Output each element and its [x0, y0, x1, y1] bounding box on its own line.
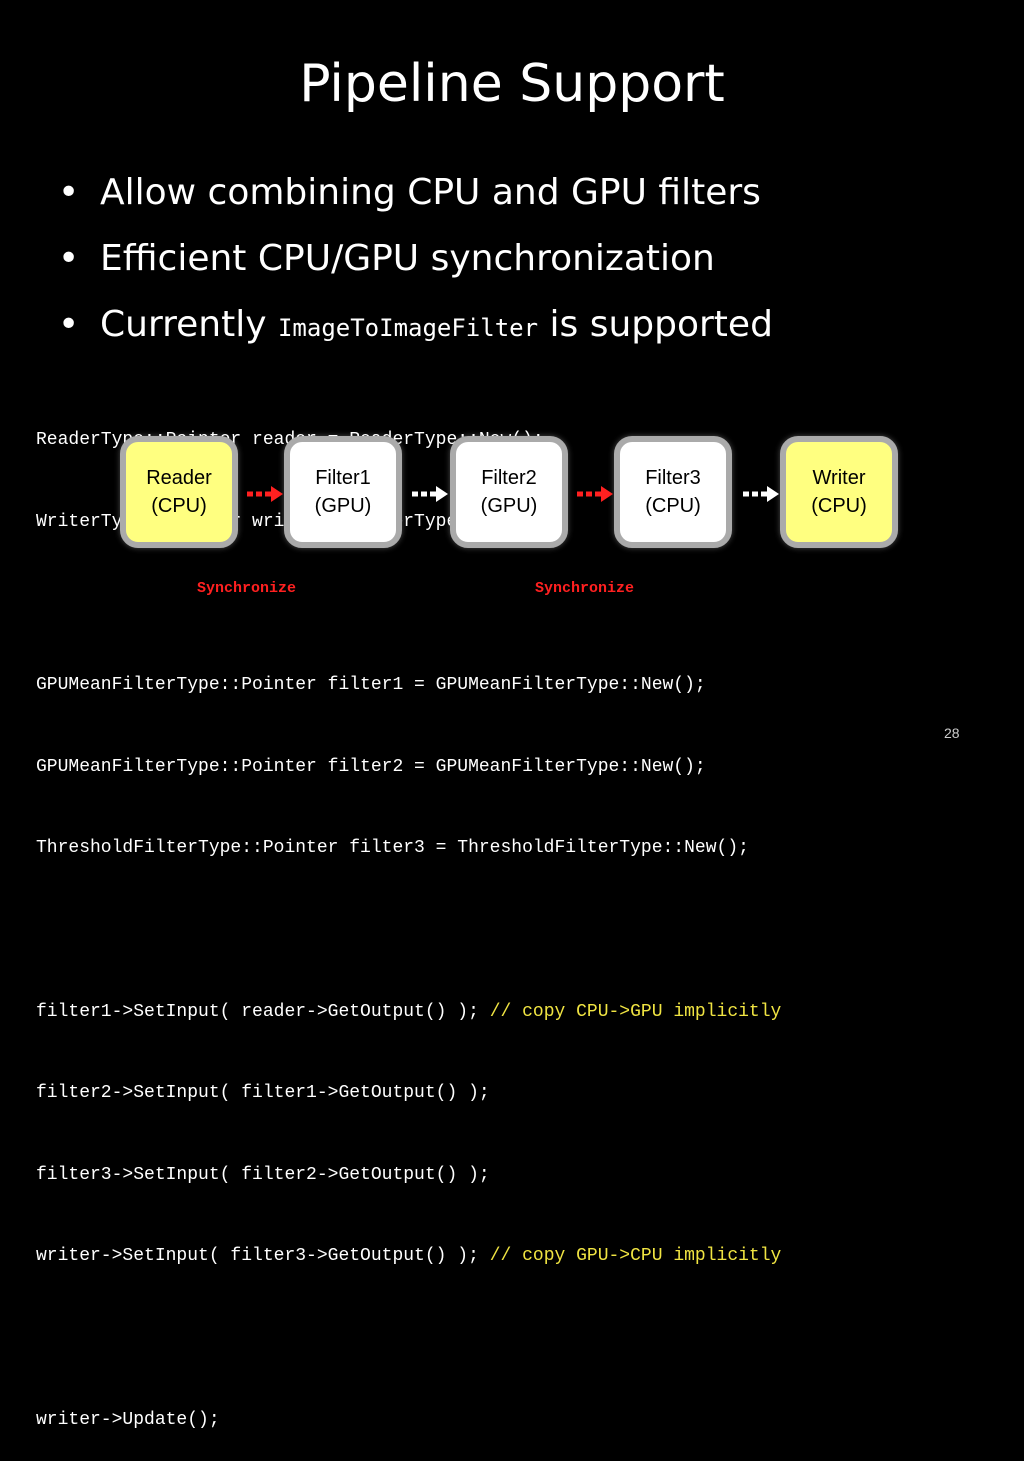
arrow-right-icon	[412, 486, 448, 502]
node-name: Filter2	[481, 467, 537, 489]
code-text: writer->SetInput( filter3->GetOutput() )…	[36, 1246, 490, 1267]
bullet-item: • Efficient CPU/GPU synchronization	[58, 226, 773, 292]
page-number: 28	[944, 725, 960, 741]
code-line: filter1->SetInput( reader->GetOutput() )…	[36, 999, 781, 1026]
slide-title: Pipeline Support	[299, 54, 725, 114]
arrow-right-icon-sync	[247, 486, 283, 502]
code-line: writer->SetInput( filter3->GetOutput() )…	[36, 1243, 781, 1270]
bullet-code-class-name: ImageToImageFilter	[277, 314, 539, 342]
node-name: Filter3	[645, 467, 701, 489]
sync-label: Synchronize	[535, 580, 635, 597]
pipeline-node-filter3: Filter3 (CPU)	[614, 436, 732, 548]
arrow-right-icon	[743, 486, 779, 502]
code-line: filter3->SetInput( filter2->GetOutput() …	[36, 1162, 781, 1189]
node-name: Filter1	[315, 467, 371, 489]
node-device: (CPU)	[811, 495, 867, 517]
bullet-item: • Currently ImageToImageFilter is suppor…	[58, 292, 773, 361]
bullet-dot-icon: •	[58, 172, 80, 213]
code-line	[36, 1325, 781, 1352]
code-text: filter1->SetInput( reader->GetOutput() )…	[36, 1001, 490, 1022]
code-text: filter3->SetInput( filter2->GetOutput() …	[36, 1164, 490, 1185]
bullet-item: • Allow combining CPU and GPU filters	[58, 160, 773, 226]
code-line: filter2->SetInput( filter1->GetOutput() …	[36, 1080, 781, 1107]
code-text: ThresholdFilterType::Pointer filter3 = T…	[36, 838, 749, 859]
code-text: writer->Update();	[36, 1409, 220, 1430]
code-line: ThresholdFilterType::Pointer filter3 = T…	[36, 835, 781, 862]
pipeline-node-reader: Reader (CPU)	[120, 436, 238, 548]
bullet-text: Allow combining CPU and GPU filters	[100, 172, 761, 213]
node-device: (GPU)	[314, 495, 372, 517]
node-name: Reader	[146, 467, 212, 489]
code-text: filter2->SetInput( filter1->GetOutput() …	[36, 1083, 490, 1104]
bullet-dot-icon: •	[58, 238, 80, 279]
bullet-text-suffix: is supported	[538, 304, 773, 345]
node-name: Writer	[812, 467, 866, 489]
code-line	[36, 591, 781, 618]
node-device: (GPU)	[480, 495, 538, 517]
bullet-text: Efficient CPU/GPU synchronization	[100, 238, 715, 279]
code-text: GPUMeanFilterType::Pointer filter2 = GPU…	[36, 756, 706, 777]
bullet-list: • Allow combining CPU and GPU filters • …	[58, 160, 773, 361]
bullet-text-prefix: Currently	[100, 304, 278, 345]
arrow-right-icon-sync	[577, 486, 613, 502]
code-line	[36, 917, 781, 944]
node-device: (CPU)	[151, 495, 207, 517]
code-line: GPUMeanFilterType::Pointer filter1 = GPU…	[36, 672, 781, 699]
bullet-dot-icon: •	[58, 304, 80, 345]
pipeline-node-filter1: Filter1 (GPU)	[284, 436, 402, 548]
code-comment: // copy GPU->CPU implicitly	[489, 1246, 782, 1267]
code-comment: // copy CPU->GPU implicitly	[489, 1001, 782, 1022]
code-text: GPUMeanFilterType::Pointer filter1 = GPU…	[36, 675, 706, 696]
node-device: (CPU)	[645, 495, 701, 517]
sync-label: Synchronize	[197, 580, 297, 597]
pipeline-node-writer: Writer (CPU)	[780, 436, 898, 548]
code-line: writer->Update();	[36, 1407, 781, 1434]
code-line: GPUMeanFilterType::Pointer filter2 = GPU…	[36, 754, 781, 781]
pipeline-node-filter2: Filter2 (GPU)	[450, 436, 568, 548]
